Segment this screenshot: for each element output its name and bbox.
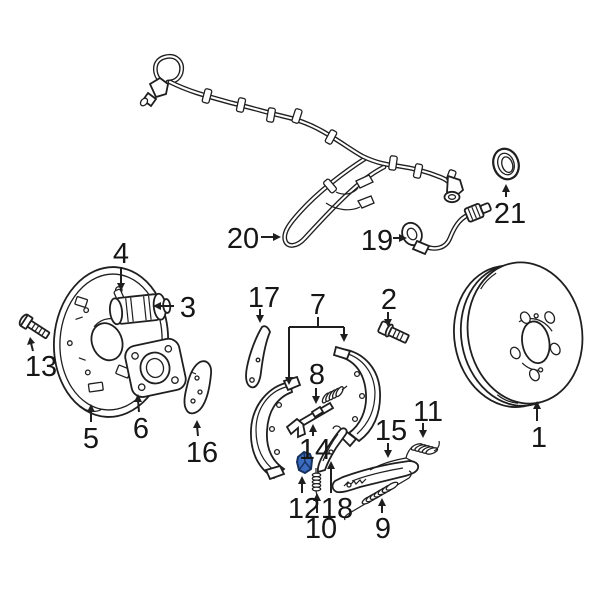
svg-text:10: 10 [305, 513, 337, 545]
svg-text:12: 12 [288, 493, 320, 525]
callout-11[interactable]: 11 [413, 396, 443, 438]
highlighted-part-adjuster-socket[interactable] [295, 450, 314, 475]
adjuster-lever [316, 425, 348, 474]
wheel-cylinder [108, 286, 172, 326]
abs-sensor-head [139, 76, 169, 108]
callout-20[interactable]: 20 [227, 223, 281, 255]
brake-drum [453, 261, 584, 408]
callout-5[interactable]: 5 [83, 404, 99, 455]
callout-4[interactable]: 4 [113, 238, 129, 291]
callouts: 1 2 3 4 5 6 [25, 184, 547, 545]
svg-text:7: 7 [310, 289, 326, 321]
svg-text:11: 11 [413, 396, 443, 428]
cover-plate [183, 360, 213, 415]
callout-13[interactable]: 13 [25, 337, 57, 383]
svg-text:13: 13 [25, 351, 57, 383]
callout-15[interactable]: 15 [375, 415, 407, 458]
hose-fitting [463, 202, 492, 223]
svg-text:18: 18 [321, 493, 353, 525]
callout-19[interactable]: 19 [361, 225, 407, 257]
spring-9 [344, 470, 412, 521]
abs-sensor-wheel-end [443, 169, 465, 204]
drum-center-hole [521, 320, 551, 364]
spring-10 [311, 468, 322, 497]
harness-clips [201, 88, 424, 194]
bolt-13 [18, 313, 51, 340]
callout-16[interactable]: 16 [186, 420, 218, 469]
svg-text:21: 21 [494, 198, 526, 230]
adjuster-spring [321, 385, 348, 404]
svg-text:1: 1 [531, 422, 547, 454]
park-brake-strut [331, 457, 420, 494]
callout-6[interactable]: 6 [133, 394, 149, 445]
svg-text:14: 14 [299, 434, 331, 466]
backing-plate-center-hole [90, 322, 124, 362]
brake-hose [401, 202, 492, 256]
svg-text:5: 5 [83, 423, 99, 455]
svg-text:2: 2 [381, 284, 397, 316]
svg-text:3: 3 [180, 292, 196, 324]
svg-text:15: 15 [375, 415, 407, 447]
harness-connector [355, 174, 374, 189]
callout-10[interactable]: 10 [305, 493, 337, 545]
callout-21[interactable]: 21 [494, 184, 526, 230]
svg-text:8: 8 [309, 359, 325, 391]
svg-text:19: 19 [361, 225, 393, 257]
hub-flange [124, 337, 187, 398]
callout-3[interactable]: 3 [153, 292, 196, 324]
spring-11 [405, 440, 440, 459]
callout-12[interactable]: 12 [288, 476, 320, 525]
svg-text:17: 17 [248, 282, 280, 314]
adjuster-assembly [285, 385, 348, 439]
drum-lug-holes [509, 311, 561, 382]
harness-connector [357, 195, 375, 209]
brake-shoe-right [332, 345, 381, 448]
adjuster-fork [285, 417, 307, 439]
callout-2[interactable]: 2 [381, 284, 397, 327]
svg-text:4: 4 [113, 238, 129, 270]
svg-text:20: 20 [227, 223, 259, 255]
grommet [492, 147, 520, 181]
callout-7[interactable]: 7 [285, 289, 348, 385]
callout-14[interactable]: 14 [299, 424, 331, 466]
svg-text:6: 6 [133, 413, 149, 445]
svg-text:16: 16 [186, 437, 218, 469]
callout-9[interactable]: 9 [375, 498, 391, 545]
callout-1[interactable]: 1 [531, 401, 547, 454]
abs-sensor-harness [139, 53, 465, 248]
callout-8[interactable]: 8 [309, 359, 325, 404]
bolt-2 [377, 320, 410, 344]
shoe-lever-17 [245, 325, 271, 389]
callout-18[interactable]: 18 [321, 461, 353, 525]
svg-text:9: 9 [375, 513, 391, 545]
callout-17[interactable]: 17 [248, 282, 280, 323]
